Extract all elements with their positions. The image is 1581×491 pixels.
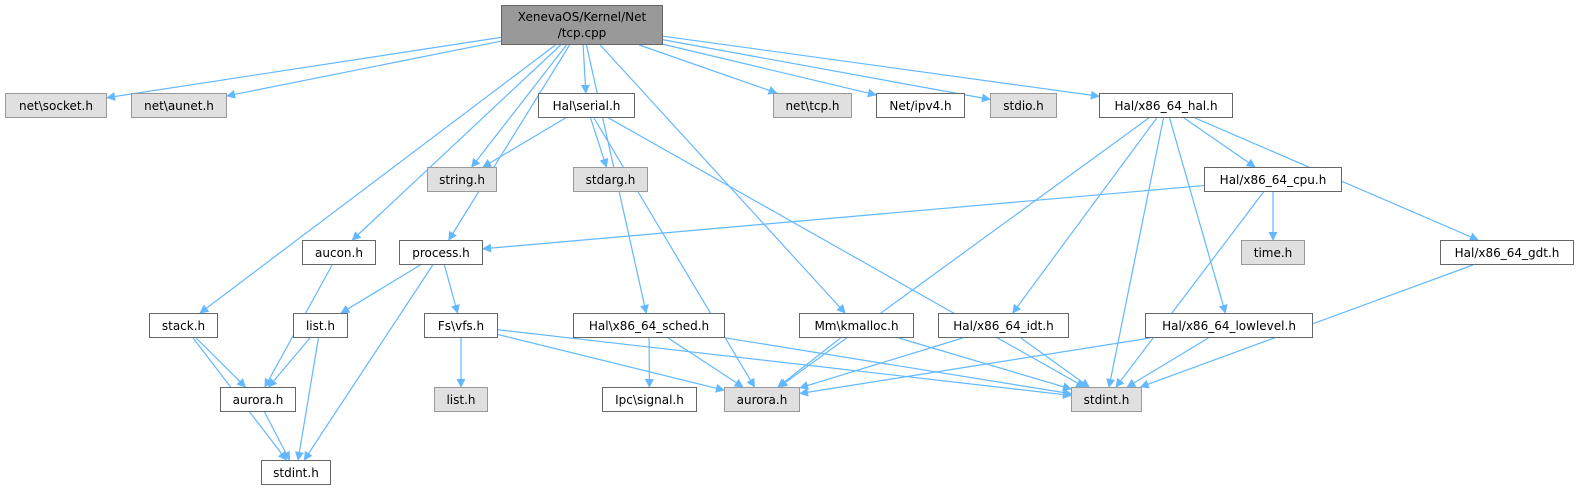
node-listext[interactable]: list.h [434,387,488,412]
node-gdt[interactable]: Hal/x86_64_gdt.h [1440,240,1574,265]
node-lowlevel[interactable]: Hal/x86_64_lowlevel.h [1145,313,1313,338]
edge-idt-to-stdint2 [1020,337,1090,388]
node-cpu[interactable]: Hal/x86_64_cpu.h [1204,167,1342,192]
edge-process-to-vfs [443,264,460,314]
node-vfs[interactable]: Fs\vfs.h [424,313,498,338]
edge-serial-to-stdarg [589,117,609,168]
edge-cpu-to-process [482,184,1205,253]
node-signal[interactable]: Ipc\signal.h [602,387,697,412]
edge-root-to-aunet [226,40,502,99]
edge-root-to-hal [662,35,1100,100]
edge-lowlevel-to-stdint2 [1126,337,1209,388]
edge-serial-to-aurora2 [593,117,756,388]
edge-kmalloc-to-aurora2 [777,337,841,388]
node-string[interactable]: string.h [427,167,497,192]
edge-vfs-to-aurora2 [497,334,725,393]
node-stdarg[interactable]: stdarg.h [573,167,648,192]
node-hal[interactable]: Hal/x86_64_hal.h [1099,93,1233,118]
edge-hal-to-lowlevel [1169,117,1228,314]
edge-lowlevel-to-aurora2 [799,337,1151,397]
edge-root-to-string [471,44,567,168]
node-idt[interactable]: Hal/x86_64_idt.h [938,313,1069,338]
edge-process-to-stdint1 [303,264,434,461]
edge-root-to-serial [580,44,590,94]
edge-serial-to-string [482,117,566,168]
node-aucon[interactable]: aucon.h [302,240,376,265]
node-stdint1[interactable]: stdint.h [261,460,331,485]
edge-root-to-socket [106,36,502,101]
node-root[interactable]: XenevaOS/Kernel/Net /tcp.cpp [501,5,663,45]
node-stack[interactable]: stack.h [149,313,218,338]
edge-hal-to-aurora2 [778,117,1150,388]
node-time[interactable]: time.h [1241,240,1305,265]
edge-sched-to-aurora2 [667,337,744,388]
edge-root-to-ipv4 [662,43,877,98]
node-aurora2[interactable]: aurora.h [724,387,800,412]
edge-cpu-to-stdint2 [1115,191,1265,388]
node-process[interactable]: process.h [399,240,483,265]
node-socket[interactable]: net\socket.h [5,93,107,118]
node-kmalloc[interactable]: Mm\kmalloc.h [799,313,914,338]
edge-idt-to-aurora2 [799,337,963,390]
edge-process-to-list [340,264,421,314]
edge-hal-to-idt [1012,117,1158,314]
edge-root-to-process [448,44,571,241]
edge-serial-to-stdint2 [608,117,1086,388]
node-aunet[interactable]: net\aunet.h [131,93,227,118]
edge-list-to-aurora1 [267,337,311,388]
edge-root-to-aucon [351,44,562,241]
edge-hal-to-cpu [1183,117,1256,168]
node-list[interactable]: list.h [293,313,348,338]
edge-root-to-kmalloc [599,44,846,314]
edge-root-to-stack [199,44,556,314]
node-stdio[interactable]: stdio.h [990,93,1057,118]
edge-aurora1-to-stdint1 [263,411,291,461]
edge-root-to-stdio [662,39,991,103]
edge-sched-to-stdint2 [724,337,1072,397]
node-ipv4[interactable]: Net/ipv4.h [876,93,965,118]
node-aurora1[interactable]: aurora.h [220,387,296,412]
edge-hal-to-stdint2 [1106,117,1165,388]
edge-vfs-to-stdint2 [497,329,1072,399]
node-sched[interactable]: Hal\x86_64_sched.h [573,313,725,338]
edge-stack-to-aurora1 [195,337,247,388]
edge-root-to-tcph [639,44,778,95]
edge-kmalloc-to-stdint2 [898,337,1072,392]
node-stdint2[interactable]: stdint.h [1071,387,1142,412]
edge-list-to-stdint1 [294,337,320,461]
node-tcph[interactable]: net\tcp.h [773,93,852,118]
node-serial[interactable]: Hal\serial.h [538,93,635,118]
